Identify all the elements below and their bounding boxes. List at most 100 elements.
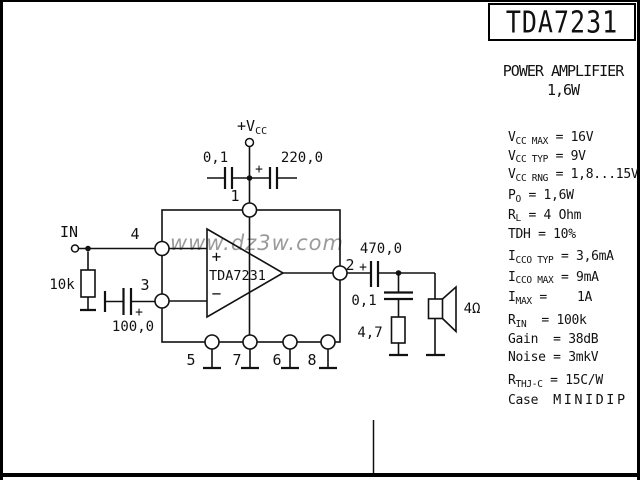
spec-line: RL = 4 Ohm (508, 207, 581, 227)
page-border-bottom (0, 473, 640, 477)
spec-segment: = 3,6mA (553, 249, 614, 264)
pin2-circle (332, 265, 348, 281)
spec-segment: I (508, 269, 516, 285)
output-junction-dot (395, 270, 402, 276)
spec-segment: MAX (515, 295, 533, 307)
ic-label: TDA7231 (209, 268, 266, 284)
spec-segment: CCO MAX (515, 275, 554, 286)
c-output-polarity: + (359, 260, 367, 275)
spec-line: VCC MAX = 16V (508, 129, 638, 148)
pin3-label: 3 (140, 276, 149, 294)
c-feedback-label: 100,0 (112, 319, 154, 335)
spec-segment: R (508, 207, 516, 223)
spec-line: VCC RNG = 1,8...15V (508, 166, 639, 185)
spec-segment: = 15C/W (542, 373, 603, 388)
spec-line: VCC TYP = 9V (508, 148, 638, 167)
pin4-label: 4 (130, 225, 139, 243)
spec-segment: = 1,6W (520, 188, 574, 203)
ground-bars (203, 353, 445, 370)
spec-segment: I (508, 290, 516, 305)
c-snubber-label: 0,1 (351, 293, 376, 309)
spec-segment: P (508, 188, 516, 203)
opamp-triangle (206, 227, 285, 319)
input-label: IN (60, 223, 78, 241)
input-resistor (80, 269, 96, 298)
spec-segment: TDH = 10% (508, 227, 576, 242)
spec-segment: IN (515, 318, 527, 330)
spec-segment: = 1A (531, 290, 593, 305)
pin6-circle (282, 334, 298, 350)
spec-line: Noise = 3mkV (508, 349, 599, 367)
page-border-left (0, 0, 3, 480)
c-vcc-large-label: 220,0 (281, 150, 323, 166)
pin8-label: 8 (307, 351, 316, 369)
output-wires (347, 272, 436, 355)
pin4-circle (154, 240, 170, 257)
spec-segment: = 4 Ohm (520, 207, 582, 223)
input-terminal (70, 244, 80, 253)
ground-stubs (211, 349, 329, 368)
spec-segment: Case (508, 393, 554, 408)
spec-segment: CC MAX (515, 135, 549, 147)
pin7-circle (242, 334, 258, 350)
speaker-horn (441, 285, 457, 334)
page-border-right (637, 0, 640, 480)
input-wires (78, 247, 155, 310)
opamp-plus-input: + (212, 247, 222, 266)
pin1-circle (241, 202, 258, 218)
input-plates-and-bars (80, 288, 133, 315)
spec-segment: = 9V (548, 148, 586, 164)
supply-junction-dot (246, 175, 253, 181)
pin7-label: 7 (232, 351, 241, 369)
r-snubber-label: 4,7 (357, 325, 382, 341)
spec-segment: = 1,8...15V (548, 167, 639, 182)
output-capacitor-plates (369, 261, 413, 301)
spec-line: IMAX = 1A (508, 288, 614, 309)
pin2-label: 2 (345, 256, 354, 274)
pin5-circle (204, 334, 220, 350)
spec-line: ICCO MAX = 9mA (508, 268, 614, 289)
spec-segment: Noise = 3mkV (508, 350, 599, 365)
spec-segment: CC RNG (515, 172, 549, 184)
spec-segment: O (515, 193, 522, 205)
vcc-label: +VCC (237, 117, 267, 137)
spec-segment: R (508, 373, 516, 388)
spec-segment: L (515, 213, 522, 224)
spec-segment: CC TYP (515, 154, 549, 165)
spec-segment: CCO TYP (515, 254, 554, 266)
spec-segment: V (508, 148, 516, 164)
pin6-label: 6 (272, 351, 281, 369)
spec-line: ICCO TYP = 3,6mA (508, 247, 614, 268)
r-input-label: 10k (49, 277, 75, 293)
ic-internal-wires (169, 217, 333, 335)
spec-segment: = 100k (526, 313, 587, 328)
subtitle-output-power: 1,6W (546, 81, 580, 99)
spec-line: Case MINIDIP (508, 391, 628, 410)
spec-line: RTHJ-C = 15C/W (508, 371, 628, 391)
spec-segment: THJ-C (515, 378, 543, 390)
spec-segment: MINIDIP (553, 392, 628, 408)
subtitle-power-amplifier: POWER AMPLIFIER (502, 62, 624, 80)
pin1-label: 1 (230, 187, 239, 205)
watermark: www.dz3w.com (170, 231, 344, 255)
supply-wires (207, 146, 297, 203)
spec-segment: = 9mA (553, 269, 599, 285)
spec-segment: R (508, 313, 516, 328)
vcc-terminal (244, 137, 255, 148)
c-vcc-large-polarity: + (255, 162, 263, 177)
pin5-label: 5 (186, 351, 195, 369)
input-junction-dot (85, 245, 91, 252)
supply-capacitor-plates (223, 167, 279, 189)
spec-segment: V (508, 130, 516, 145)
pin8-circle (320, 334, 336, 350)
spec-line: Gain = 38dB (508, 331, 599, 349)
speaker-impedance-label: 4Ω (464, 301, 481, 317)
spec-segment: Gain = 38dB (508, 332, 599, 347)
speaker-body (427, 298, 444, 320)
